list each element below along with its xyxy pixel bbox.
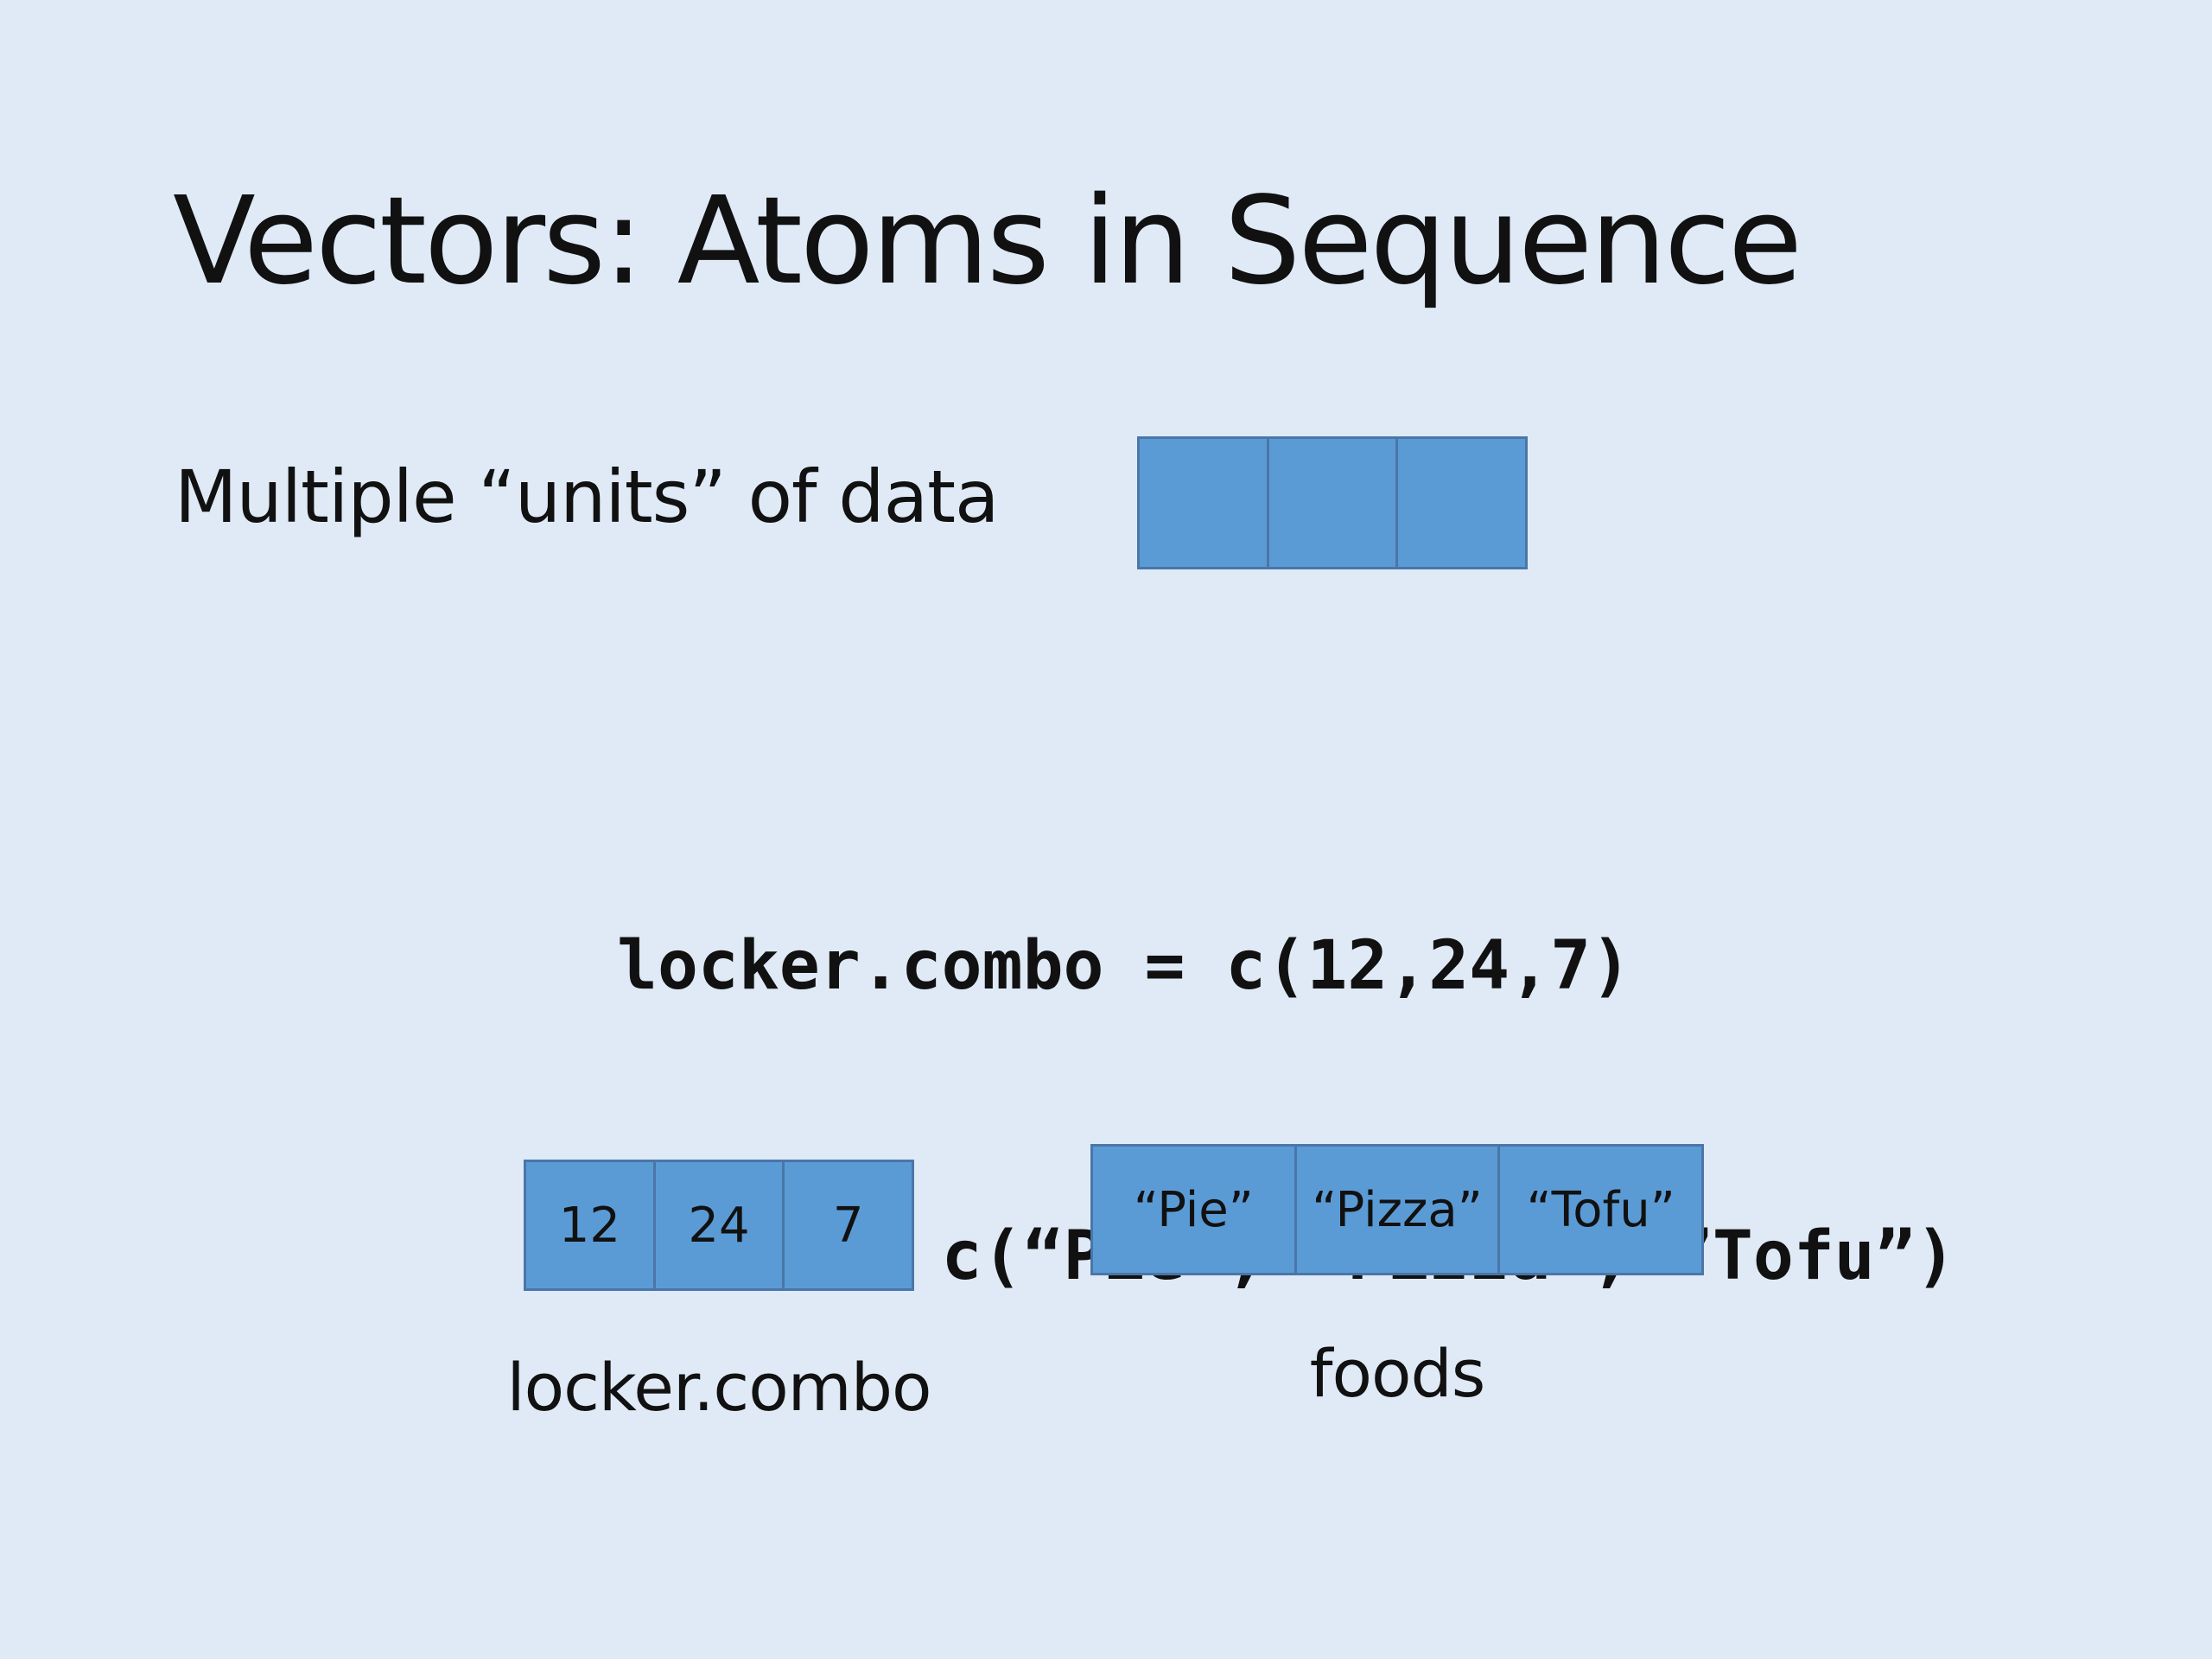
units-cell	[1398, 439, 1525, 567]
vector-cell: “Tofu”	[1526, 1181, 1675, 1238]
foods-caption: foods	[1309, 1335, 1486, 1412]
vector-cell: 7	[832, 1197, 864, 1254]
units-cell	[1269, 439, 1399, 567]
vector-cell: 24	[656, 1162, 785, 1288]
units-cell	[1140, 439, 1269, 567]
locker-combo-caption: locker.combo	[506, 1349, 932, 1426]
code-line-locker-combo: locker.combo = c(12,24,7)	[617, 927, 1631, 1005]
vector-cell: 12	[526, 1162, 656, 1288]
vector-cell: “Pie”	[1093, 1147, 1297, 1273]
foods-vector: “Pie” “Pizza” “Tofu”	[1090, 1144, 1704, 1275]
locker-combo-vector: 12 24 7	[524, 1160, 914, 1291]
subtitle-text: Multiple “units” of data	[175, 454, 999, 539]
units-diagram	[1137, 436, 1528, 569]
vector-cell: “Pizza”	[1297, 1147, 1501, 1273]
slide-title: Vectors: Atoms in Sequence	[173, 171, 1802, 312]
